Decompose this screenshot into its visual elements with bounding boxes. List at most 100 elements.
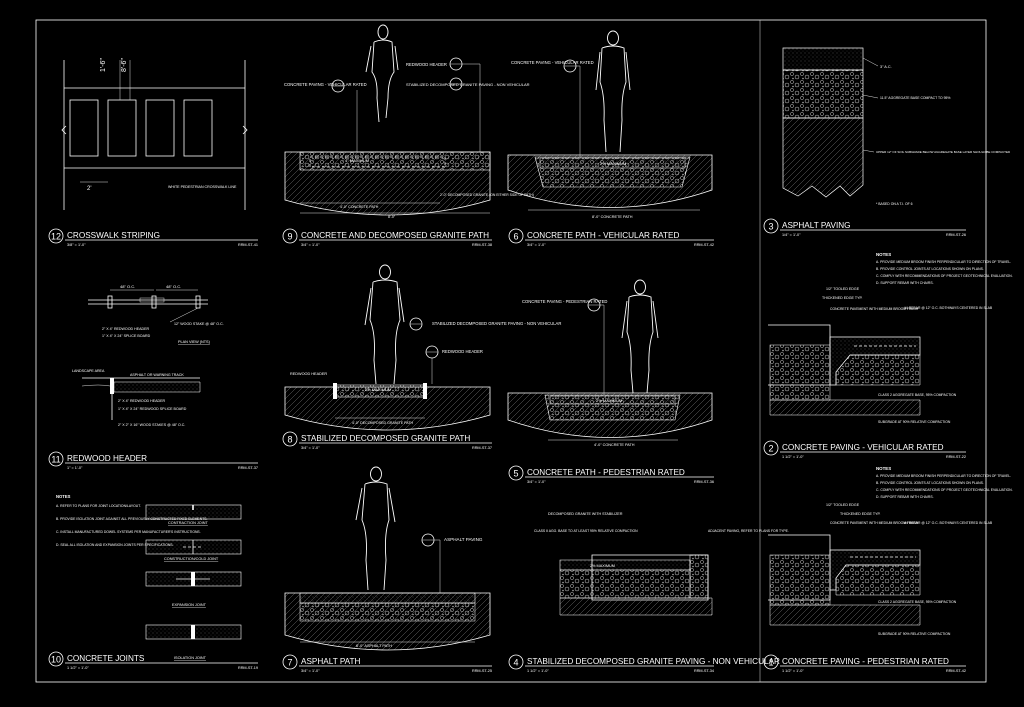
detail-7-drawing: 8'-0" ASPHALT PATH ASPHALT PAVING <box>284 466 491 651</box>
detail-scale: 1 1/2" = 1'-0" <box>782 455 804 459</box>
d11-note-stake: 12" WOOD STAKE @ 48" O.C. <box>174 322 224 326</box>
d11-plan-view: PLAN VIEW (NTS) <box>178 340 211 344</box>
crosswalk-note: WHITE PEDESTRIAN CROSSWALK LINE <box>168 185 237 189</box>
detail-2-drawing: NOTES A. PROVIDE MEDIUM BROOM FINISH PER… <box>768 252 1013 424</box>
detail-number: 3 <box>768 222 773 232</box>
detail-title: CONCRETE PAVING - PEDESTRIAN RATED <box>782 657 949 666</box>
crosswalk-dim-3: 2' <box>87 186 91 192</box>
sheet-border <box>35 19 987 683</box>
d3-note-ac: 3" A.C. <box>880 65 892 69</box>
detail-1-drawing: NOTES A. PROVIDE MEDIUM BROOM FINISH PER… <box>768 466 1013 636</box>
d10-isolation: ISOLATION JOINT <box>174 656 207 660</box>
detail-number: 1 <box>768 658 773 668</box>
d1-thick: THICKENED EDGE TYP. <box>840 512 880 516</box>
d11-sec-stake: 2" X 2" X 16" WOOD STAKES @ 48" O.C. <box>118 423 185 427</box>
d1-edge: 1/2" TOOLED EDGE <box>826 503 860 507</box>
d9-dim-total: 8'-0" <box>388 215 396 219</box>
d10-note-c: C. INSTALL MANUFACTURED DOWEL SYSTEMS PE… <box>56 530 201 534</box>
d2-rebar: #4 REBAR @ 12" O.C. BOTHWAYS CENTERED IN… <box>904 306 993 310</box>
d11-landscape: LANDSCAPE AREA <box>72 369 105 373</box>
detail-8-drawing: 2% MAXIMUM 4'-0" DECOMPOSED GRANITE PATH… <box>284 264 561 431</box>
detail-title: CONCRETE JOINTS <box>67 654 145 663</box>
detail-number: 4 <box>513 658 518 668</box>
d1-note-a: A. PROVIDE MEDIUM BROOM FINISH PERPENDIC… <box>876 474 1011 478</box>
crosswalk-dim-1: 1'-6" <box>100 58 107 72</box>
detail-number-circle <box>763 440 779 456</box>
d1-base: CLASS 2 AGGREGATE BASE, 95% COMPACTION <box>878 600 957 604</box>
d1-subgrade: SUBGRADE AT 90% RELATIVE COMPACTION <box>878 632 951 636</box>
detail-title: STABILIZED DECOMPOSED GRANITE PAVING - N… <box>527 657 780 666</box>
d10-note-a: A. REFER TO PLANS FOR JOINT LOCATION/LAY… <box>56 504 141 508</box>
d11-sec-splice: 1" X 4" X 24" REDWOOD SPLICE BOARD <box>118 407 187 411</box>
d5-slope: 2% MAXIMUM <box>596 398 622 403</box>
crosswalk-dim-2: 8'-6" <box>121 58 128 72</box>
d5-dim: 4'-0" CONCRETE PATH <box>594 443 635 447</box>
d10-contraction: CONTRACTION JOINT <box>168 521 209 525</box>
detail-scale: 3/4" = 1'-0" <box>301 243 320 247</box>
detail-title: CONCRETE PATH - VEHICULAR RATED <box>527 231 679 240</box>
d8-callout-dg: STABILIZED DECOMPOSED GRANITE PAVING - N… <box>432 321 561 326</box>
detail-number-circle <box>48 651 64 667</box>
detail-scale: 1" = 1'-0" <box>67 466 83 470</box>
detail-11-drawing: 48" O.C. 48" O.C. 12" WOOD STAKE @ 48" O… <box>72 284 224 427</box>
d6-callout: CONCRETE PAVING - VEHICULAR RATED <box>511 60 594 65</box>
detail-number-circle <box>282 654 298 670</box>
detail-title: REDWOOD HEADER <box>67 454 147 463</box>
d11-oc-1: 48" O.C. <box>120 284 135 289</box>
detail-ref: RRM-ST-42 <box>694 243 714 247</box>
detail-12-drawing: 1'-6" 8'-6" 2' WHITE PEDESTRIAN CROSSWAL… <box>61 58 248 210</box>
d1-pavement: CONCRETE PAVEMENT WITH MEDIUM BROOM FINI… <box>830 521 919 525</box>
d4-base: CLASS II AGG. BASE TO AT LEAST 95% RELAT… <box>534 529 638 533</box>
detail-number: 11 <box>51 455 60 465</box>
d2-note-a: A. PROVIDE MEDIUM BROOM FINISH PERPENDIC… <box>876 260 1011 264</box>
detail-scale: 3/4" = 1'-0" <box>527 243 546 247</box>
d8-callout-header: REDWOOD HEADER <box>442 349 483 354</box>
d9-callout-dg: STABILIZED DECOMPOSED GRANITE PAVING - N… <box>406 82 530 87</box>
detail-number-circle <box>508 228 524 244</box>
title-block-1: 1 CONCRETE PAVING - PEDESTRIAN RATED 1 1/2… <box>763 654 966 673</box>
title-block-4: 4 STABILIZED DECOMPOSED GRANITE PAVING - … <box>508 654 780 673</box>
detail-number-circle <box>48 451 64 467</box>
detail-number-circle <box>508 654 524 670</box>
d1-notes-head: NOTES <box>876 466 891 471</box>
detail-title: ASPHALT PATH <box>301 657 361 666</box>
detail-number: 8 <box>287 435 292 445</box>
d11-note-header: 2" X 4" REDWOOD HEADER <box>102 327 149 331</box>
detail-number: 5 <box>513 469 518 479</box>
d3-note-base: 11.5" AGGREGATE BASE COMPACT TO 95% <box>880 96 950 100</box>
detail-number: 12 <box>51 232 61 242</box>
detail-scale: 1 1/2" = 1'-0" <box>782 669 804 673</box>
d4-adjacent: ADJACENT PAVING, REFER TO PLANS FOR TYPE… <box>708 529 789 533</box>
detail-ref: RRM-ST-25 <box>472 669 492 673</box>
detail-9-drawing: 4" MAXIMUM 4'-0" CONCRETE PATH 2'-0" DEC… <box>284 24 534 219</box>
d8-dim: 4'-0" DECOMPOSED GRANITE PATH <box>352 421 414 425</box>
d2-edge: 1/2" TOOLED EDGE <box>826 287 860 291</box>
d9-callout-concrete: CONCRETE PAVING - VEHICULAR RATED <box>284 82 367 87</box>
detail-6-drawing: 2% MAXIMUM 8'-0" CONCRETE PATH CONCRETE … <box>507 30 713 219</box>
d10-construction: CONSTRUCTION/COLD JOINT <box>164 557 219 561</box>
detail-ref: RRM-ST-38 <box>472 243 492 247</box>
detail-number-circle <box>48 228 64 244</box>
detail-5-drawing: 2% MAXIMUM 4'-0" CONCRETE PATH CONCRETE … <box>507 279 713 447</box>
d1-rebar: #4 REBAR @ 12" O.C. BOTHWAYS CENTERED IN… <box>904 521 993 525</box>
d9-dim-dg: 2'-0" DECOMPOSED GRANITE (ON EITHER SIDE… <box>440 193 534 197</box>
detail-scale: 3/4" = 1'-0" <box>527 480 546 484</box>
detail-ref: RRM-ST-34 <box>694 669 714 673</box>
d10-note-d: D. SEAL ALL ISOLATION AND EXPANSION JOIN… <box>56 543 174 547</box>
d8-slope: 2% MAXIMUM <box>365 387 391 392</box>
d10-notes-head: NOTES <box>56 494 71 499</box>
d2-base: CLASS 2 AGGREGATE BASE, 95% COMPACTION <box>878 393 957 397</box>
d11-asphalt: ASPHALT OR WARNING TRACK <box>130 373 184 377</box>
detail-scale: 1 1/2" = 1'-0" <box>67 666 89 670</box>
detail-number: 2 <box>768 444 773 454</box>
